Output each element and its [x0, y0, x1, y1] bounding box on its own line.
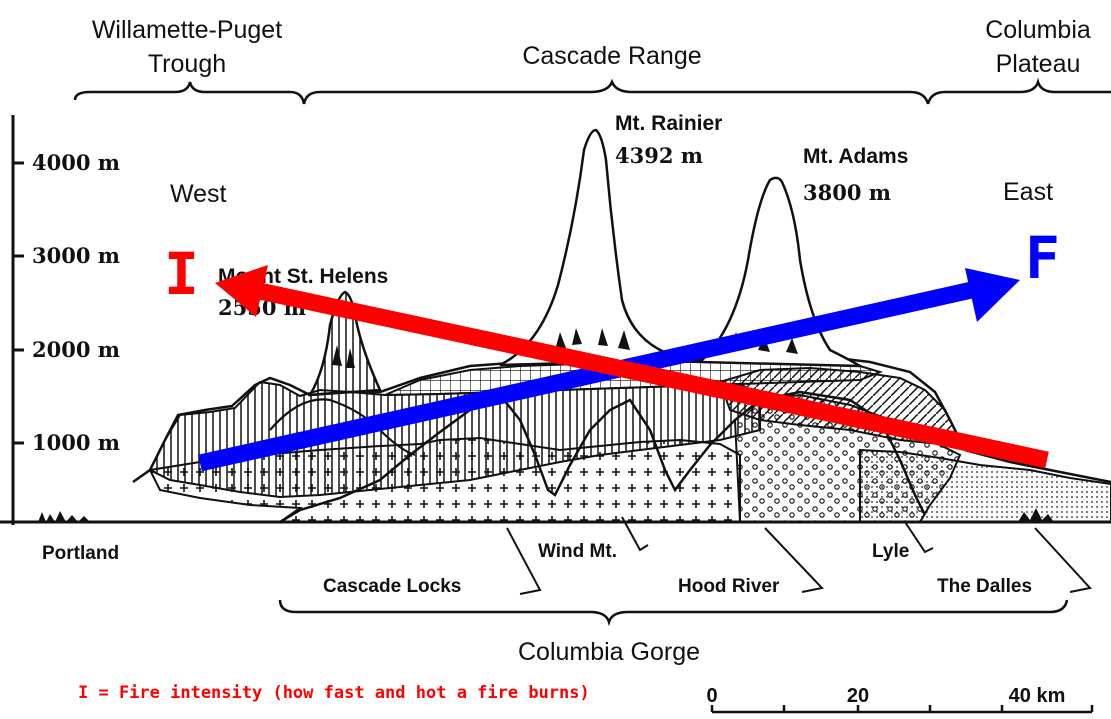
mt-st-helens-peak: [307, 290, 382, 397]
intensity-letter: I: [164, 240, 199, 308]
river-valley-curve: [269, 398, 416, 457]
elevation-label-4000: 4000 m: [32, 150, 120, 175]
columbia-gorge-label: Columbia Gorge: [518, 638, 700, 666]
willamette-bracket: [73, 81, 306, 105]
scale-label-20: 20: [847, 685, 869, 707]
columbia-plateau-label-line1: Columbia: [985, 16, 1091, 44]
willamette-label-line1: Willamette-Puget: [92, 16, 282, 44]
scale-bar: [710, 705, 1094, 714]
intensity-legend: I = Fire intensity (how fast and hot a f…: [78, 683, 590, 703]
scale-label-0: 0: [706, 685, 717, 707]
wind-mt-pointer: [621, 516, 649, 552]
cascade-locks-pointer: [506, 527, 542, 595]
columbia-plateau-bracket: [926, 77, 1111, 105]
mt-rainier-glaciers: [555, 328, 630, 350]
mt-rainier-name: Mt. Rainier: [615, 112, 722, 135]
mt-adams-name: Mt. Adams: [803, 145, 908, 168]
wind-mt-label: Wind Mt.: [538, 541, 617, 562]
portland-label: Portland: [42, 543, 119, 564]
portland-vegetation: [38, 511, 90, 522]
lyle-pointer: [904, 521, 934, 554]
frequency-letter: F: [1025, 224, 1060, 292]
elevation-label-2000: 2000 m: [32, 337, 120, 362]
columbia-gorge-bracket: [278, 599, 1069, 627]
cascade-range-label: Cascade Range: [522, 42, 701, 70]
fire-intensity-arrow: [215, 265, 1049, 469]
elevation-label-1000: 1000 m: [32, 430, 120, 455]
cascade-locks-label: Cascade Locks: [323, 576, 461, 597]
ridge-outline-upper: [132, 354, 1111, 484]
hood-river-label: Hood River: [678, 576, 780, 597]
fire-frequency-arrow: [198, 268, 1020, 472]
ridge-outline-lower: [279, 390, 927, 524]
mt-adams-peak: [696, 176, 865, 368]
mt-rainier-peak: [499, 128, 691, 367]
willamette-label-line2: Trough: [148, 50, 226, 78]
elevation-label-3000: 3000 m: [32, 243, 120, 268]
mt-st-helens-glaciers: [332, 345, 355, 368]
terrain-plus-layer: [148, 436, 741, 523]
mt-rainier-height: 4392 m: [615, 143, 703, 168]
the-dalles-label: The Dalles: [937, 576, 1032, 597]
mt-adams-height: 3800 m: [803, 180, 891, 205]
west-label: West: [170, 180, 227, 208]
the-dalles-vegetation: [1018, 508, 1054, 522]
columbia-plateau-label-line2: Plateau: [996, 50, 1081, 78]
hood-river-pointer: [764, 527, 824, 593]
lyle-label: Lyle: [872, 541, 909, 562]
the-dalles-pointer: [1034, 527, 1092, 593]
scale-label-40: 40 km: [1009, 685, 1066, 707]
east-label: East: [1003, 178, 1053, 206]
cascade-bracket: [302, 78, 930, 105]
